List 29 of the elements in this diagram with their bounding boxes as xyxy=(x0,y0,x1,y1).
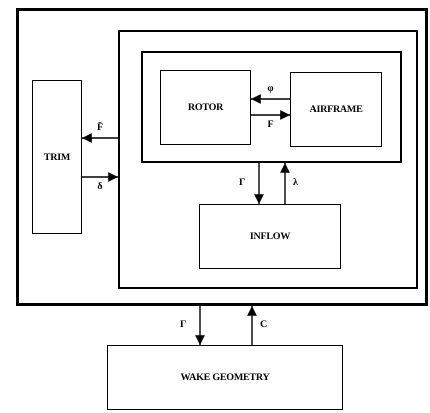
process-box xyxy=(160,70,251,145)
arrow xyxy=(251,94,290,104)
edge-label: Γ xyxy=(239,176,246,190)
process-box xyxy=(107,345,343,410)
box-label: TRIM xyxy=(44,150,70,164)
arrow xyxy=(195,306,205,345)
box-label: AIRFRAME xyxy=(310,103,362,117)
process-box xyxy=(199,204,341,269)
frame-box xyxy=(16,8,428,306)
arrow xyxy=(247,306,257,345)
arrow xyxy=(280,163,290,204)
edge-label: F̄ xyxy=(96,121,104,135)
edge-label: δ xyxy=(96,180,104,194)
box-label: ROTOR xyxy=(188,101,224,115)
edge-label: Γ xyxy=(180,318,186,332)
box-label: WAKE GEOMETRY xyxy=(180,371,270,385)
edge-label: λ xyxy=(293,176,298,190)
arrow xyxy=(251,110,290,120)
box-label: INFLOW xyxy=(250,230,290,244)
edge-label: F xyxy=(266,118,275,132)
process-box xyxy=(32,80,82,234)
arrow xyxy=(82,133,118,143)
edge-label: φ xyxy=(266,82,275,96)
edge-label: C xyxy=(260,318,268,332)
arrow xyxy=(82,172,118,182)
arrow xyxy=(254,163,264,204)
process-box xyxy=(290,72,382,147)
frame-box xyxy=(141,51,402,163)
frame-box xyxy=(118,30,418,289)
